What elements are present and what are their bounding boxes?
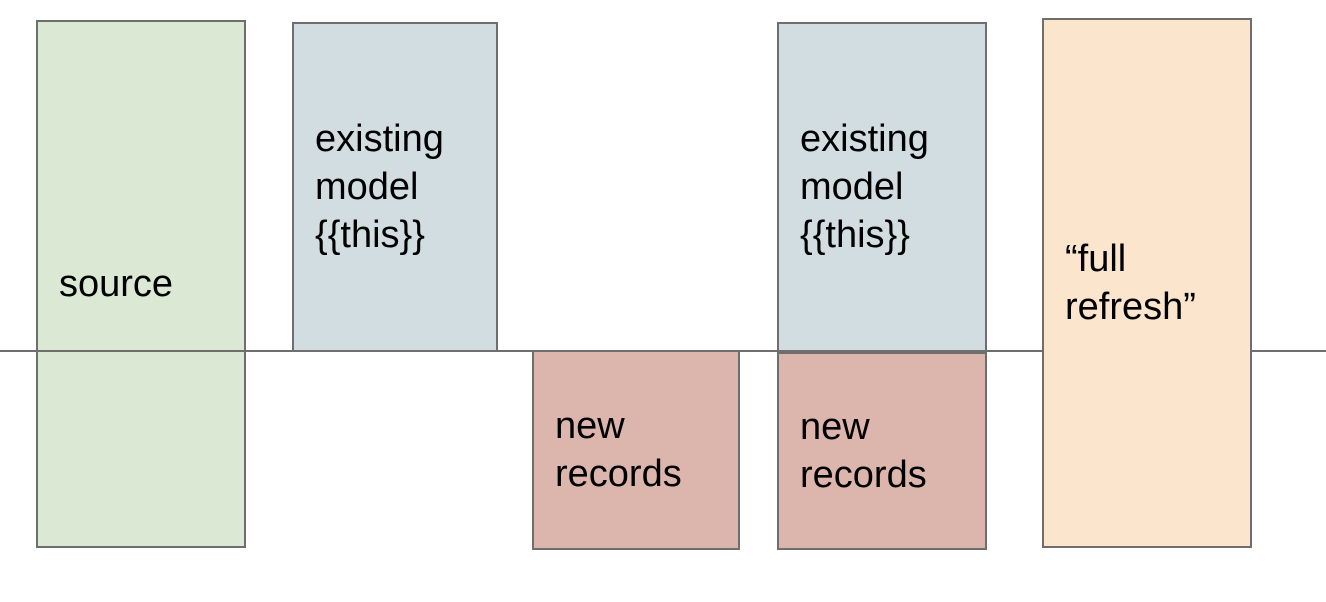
source-box-label: source [59,263,174,305]
source-box: source [36,20,246,548]
existing-model-box-2: existing model {{this}} [777,22,987,352]
full-refresh-box-label: “full refresh” [1065,238,1196,328]
new-records-box-2-label: new records [800,406,927,496]
existing-model-box-2-label: existing model {{this}} [800,118,929,256]
new-records-box-1: new records [532,350,740,550]
existing-model-box-1: existing model {{this}} [292,22,498,352]
existing-model-box-1-label: existing model {{this}} [315,118,444,256]
new-records-box-1-label: new records [555,405,682,495]
full-refresh-box: “full refresh” [1042,18,1252,548]
new-records-box-2: new records [777,352,987,550]
